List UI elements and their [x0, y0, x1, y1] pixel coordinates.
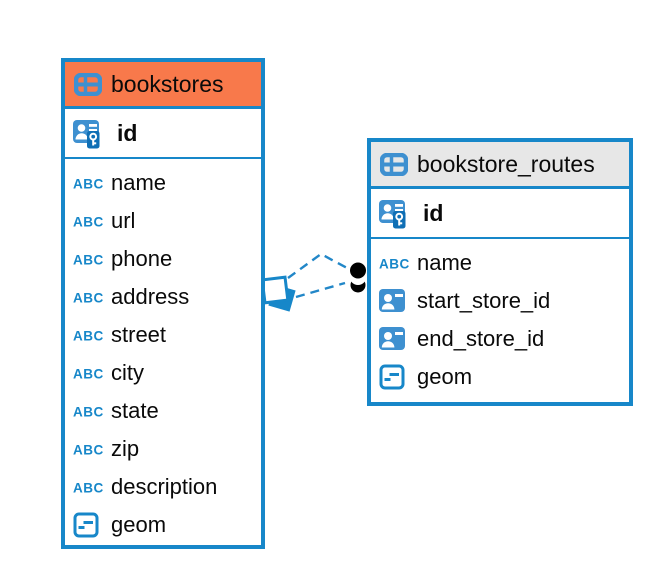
- column-name: end_store_id: [417, 326, 545, 351]
- svg-text:ABC: ABC: [73, 480, 104, 495]
- table-header[interactable]: bookstore_routes: [371, 142, 629, 189]
- column-row[interactable]: end_store_id: [371, 320, 629, 358]
- text-icon: ABC: [73, 289, 111, 306]
- text-icon: ABC: [73, 479, 111, 496]
- column-name: zip: [111, 436, 140, 461]
- column-name: description: [111, 474, 218, 499]
- geometry-icon: [379, 364, 417, 390]
- svg-text:ABC: ABC: [73, 252, 104, 267]
- table-header[interactable]: bookstores: [65, 62, 261, 109]
- table-title: bookstore_routes: [417, 150, 595, 177]
- column-name: city: [111, 360, 144, 385]
- text-icon: ABC: [73, 365, 111, 382]
- pk-dot-marker[interactable]: [349, 262, 367, 293]
- text-icon: ABC: [73, 175, 111, 192]
- column-row[interactable]: ABC street: [65, 316, 261, 354]
- text-icon: ABC: [73, 251, 111, 268]
- primary-key-icon: [73, 118, 117, 149]
- primary-key-icon: [379, 198, 423, 229]
- svg-text:ABC: ABC: [73, 176, 104, 191]
- column-row[interactable]: ABC name: [65, 164, 261, 202]
- svg-text:ABC: ABC: [73, 404, 104, 419]
- column-row[interactable]: ABC city: [65, 354, 261, 392]
- svg-text:ABC: ABC: [73, 328, 104, 343]
- table-bookstore-routes[interactable]: bookstore_routes id ABC name start_store…: [367, 138, 633, 406]
- column-row[interactable]: ABC name: [371, 244, 629, 282]
- column-row[interactable]: ABC url: [65, 202, 261, 240]
- reference-icon: [379, 289, 417, 313]
- column-row[interactable]: geom: [371, 358, 629, 396]
- table-icon: [380, 152, 408, 176]
- column-row[interactable]: ABC phone: [65, 240, 261, 278]
- column-row[interactable]: ABC address: [65, 278, 261, 316]
- column-name: street: [111, 322, 167, 347]
- svg-text:ABC: ABC: [73, 214, 104, 229]
- primary-key-name: id: [117, 119, 138, 146]
- relationship-line-lower[interactable]: [295, 281, 346, 299]
- svg-text:ABC: ABC: [73, 290, 104, 305]
- column-row[interactable]: ABC zip: [65, 430, 261, 468]
- svg-text:ABC: ABC: [379, 256, 410, 271]
- primary-key-row[interactable]: id: [371, 189, 629, 239]
- reference-icon: [379, 327, 417, 351]
- column-row[interactable]: start_store_id: [371, 282, 629, 320]
- column-name: state: [111, 398, 159, 423]
- table-bookstores[interactable]: bookstores id ABC name ABC url ABC phone…: [61, 58, 265, 549]
- svg-text:ABC: ABC: [73, 442, 104, 457]
- column-name: phone: [111, 246, 173, 271]
- column-name: start_store_id: [417, 288, 551, 313]
- column-name: address: [111, 284, 190, 309]
- column-name: name: [417, 250, 473, 275]
- primary-key-name: id: [423, 199, 444, 226]
- table-icon: [74, 72, 102, 96]
- column-row[interactable]: ABC description: [65, 468, 261, 506]
- geometry-icon: [73, 512, 111, 538]
- column-row[interactable]: ABC state: [65, 392, 261, 430]
- column-row[interactable]: geom: [65, 506, 261, 544]
- fk-squares-marker[interactable]: [260, 275, 296, 312]
- column-list: ABC name start_store_id end_store_id geo…: [371, 239, 629, 402]
- primary-key-row[interactable]: id: [65, 109, 261, 159]
- svg-text:ABC: ABC: [73, 366, 104, 381]
- text-icon: ABC: [73, 327, 111, 344]
- column-list: ABC name ABC url ABC phone ABC address A…: [65, 159, 261, 550]
- relationship-line-upper[interactable]: [287, 252, 348, 279]
- column-name: geom: [111, 512, 167, 537]
- column-name: url: [111, 208, 136, 233]
- column-name: geom: [417, 364, 473, 389]
- table-title: bookstores: [111, 70, 224, 97]
- column-name: name: [111, 170, 167, 195]
- text-icon: ABC: [73, 213, 111, 230]
- text-icon: ABC: [73, 403, 111, 420]
- text-icon: ABC: [73, 441, 111, 458]
- text-icon: ABC: [379, 255, 417, 272]
